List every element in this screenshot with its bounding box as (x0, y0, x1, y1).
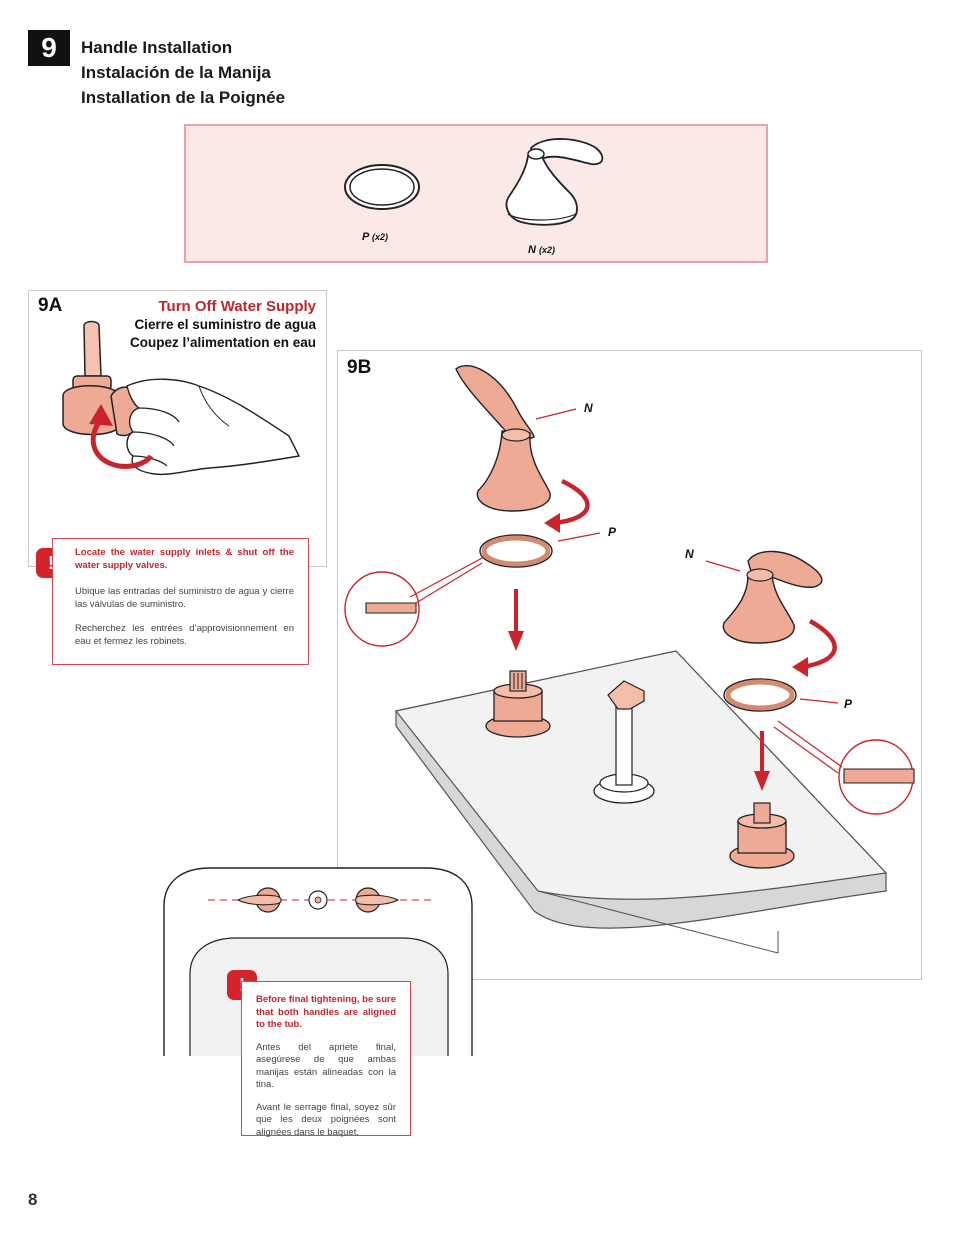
part-label-p: P (x2) (362, 231, 389, 243)
callout-n-left: N (584, 401, 593, 415)
tub-warning-text-es: Antes del apriete final, asegúrese de qu… (256, 1041, 396, 1091)
panel-9a-label: 9A (38, 295, 63, 316)
left-detail-magnifier (344, 556, 485, 647)
left-valve-cartridge (485, 670, 551, 738)
left-handle-top-view (236, 887, 282, 913)
panel-9a: 9A Turn Off Water Supply Cierre el sumin… (28, 290, 327, 567)
tub-warning-text-en: Before final tightening, be sure that bo… (256, 994, 396, 1030)
step-title-en: Handle Installation (81, 38, 233, 57)
right-handle (722, 550, 823, 644)
panel-9a-title: Turn Off Water Supply Cierre el suminist… (130, 298, 316, 352)
o-ring-icon (344, 164, 420, 210)
warning-text-es: Ubique las entradas del suministro de ag… (75, 586, 294, 610)
spout-top-view (308, 890, 328, 910)
right-handle-top-view (354, 887, 400, 913)
callout-n-right: N (685, 547, 694, 561)
right-detail-magnifier (773, 720, 915, 815)
panel-9b-label: 9B (347, 357, 372, 378)
warning-text-en: Locate the water supply inlets & shut of… (75, 547, 294, 571)
step-number-badge: 9 (28, 30, 70, 66)
tub-warning-text-fr: Avant le serrage final, soyez sûr que le… (256, 1101, 396, 1138)
handle-icon (505, 138, 604, 226)
shutoff-valve-illustration (62, 320, 301, 476)
spout-stem (593, 680, 655, 804)
page-number: 8 (28, 1190, 38, 1209)
tub-warning-box: Before final tightening, be sure that bo… (241, 981, 411, 1138)
warning-text-fr: Recherchez les entrées d’approvisionneme… (75, 623, 294, 647)
parts-box: P (x2) N (x2) (184, 124, 768, 263)
parts-illustration (344, 138, 604, 226)
right-valve-cartridge (729, 802, 795, 869)
callout-p-left: P (608, 525, 617, 539)
step-title-fr: Installation de la Poignée (81, 88, 286, 107)
panel-9a-title-en: Turn Off Water Supply (158, 298, 317, 315)
handle-installation-diagram (344, 364, 915, 954)
panel-9a-warning-box: Locate the water supply inlets & shut of… (52, 538, 309, 665)
panel-9a-title-fr: Coupez l’alimentation en eau (129, 335, 316, 350)
part-label-n: N (x2) (528, 244, 556, 256)
left-o-ring (479, 534, 553, 568)
callout-p-right: P (844, 697, 853, 711)
right-o-ring (723, 678, 797, 712)
step-title-es: Instalación de la Manija (81, 63, 271, 82)
step-title: Handle Installation Instalación de la Ma… (81, 35, 285, 110)
left-handle (455, 364, 551, 512)
panel-9a-title-es: Cierre el suministro de agua (134, 317, 316, 332)
